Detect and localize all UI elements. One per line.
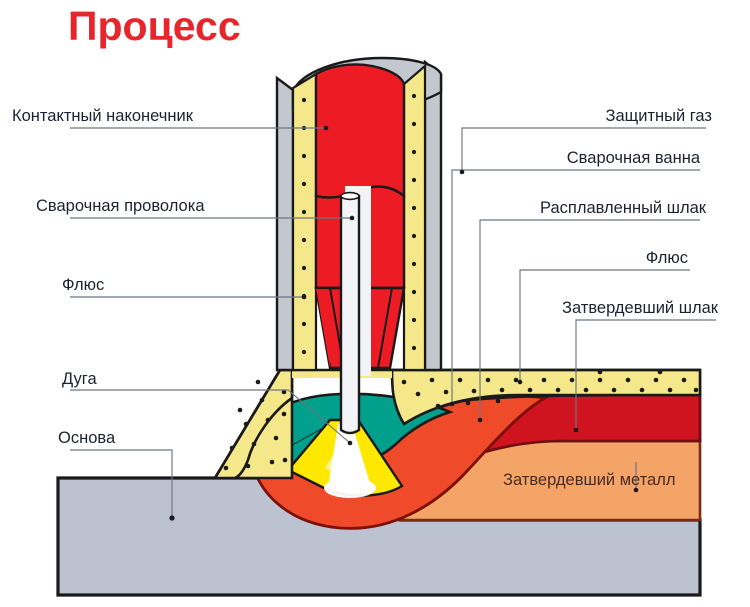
label-molten-slag: Расплавленный шлак xyxy=(540,199,706,217)
label-flux-left: Флюс xyxy=(62,276,105,294)
label-solidified-slag: Затвердевший шлак xyxy=(562,299,718,317)
flux-bed-shape xyxy=(212,368,702,480)
label-solidified-metal: Затвердевший металл xyxy=(503,471,676,489)
label-weld-pool: Сварочная ванна xyxy=(566,149,700,167)
leader-flux-right xyxy=(519,269,690,382)
label-welding-wire: Сварочная проволока xyxy=(36,197,205,215)
label-shielding-gas: Защитный газ xyxy=(605,107,712,125)
label-arc: Дуга xyxy=(62,370,97,388)
leader-endpoints xyxy=(169,125,639,521)
page-title: Процесс xyxy=(68,3,241,49)
flux-granule-dots xyxy=(223,93,699,471)
leader-weld-pool xyxy=(451,169,700,404)
leader-shielding-gas xyxy=(461,127,706,172)
leader-lines xyxy=(70,127,716,518)
leader-solidified-slag xyxy=(575,319,716,430)
leader-base-metal xyxy=(70,449,173,518)
label-base-metal: Основа xyxy=(58,429,116,447)
arc-cone-shape xyxy=(286,418,404,498)
leader-arc xyxy=(70,389,351,444)
torch-assembly xyxy=(275,56,443,376)
welding-wire-shape xyxy=(339,191,361,435)
label-flux-right: Флюс xyxy=(645,249,688,267)
leader-molten-slag xyxy=(479,219,700,420)
label-contact-tip: Контактный наконечник xyxy=(12,107,193,125)
